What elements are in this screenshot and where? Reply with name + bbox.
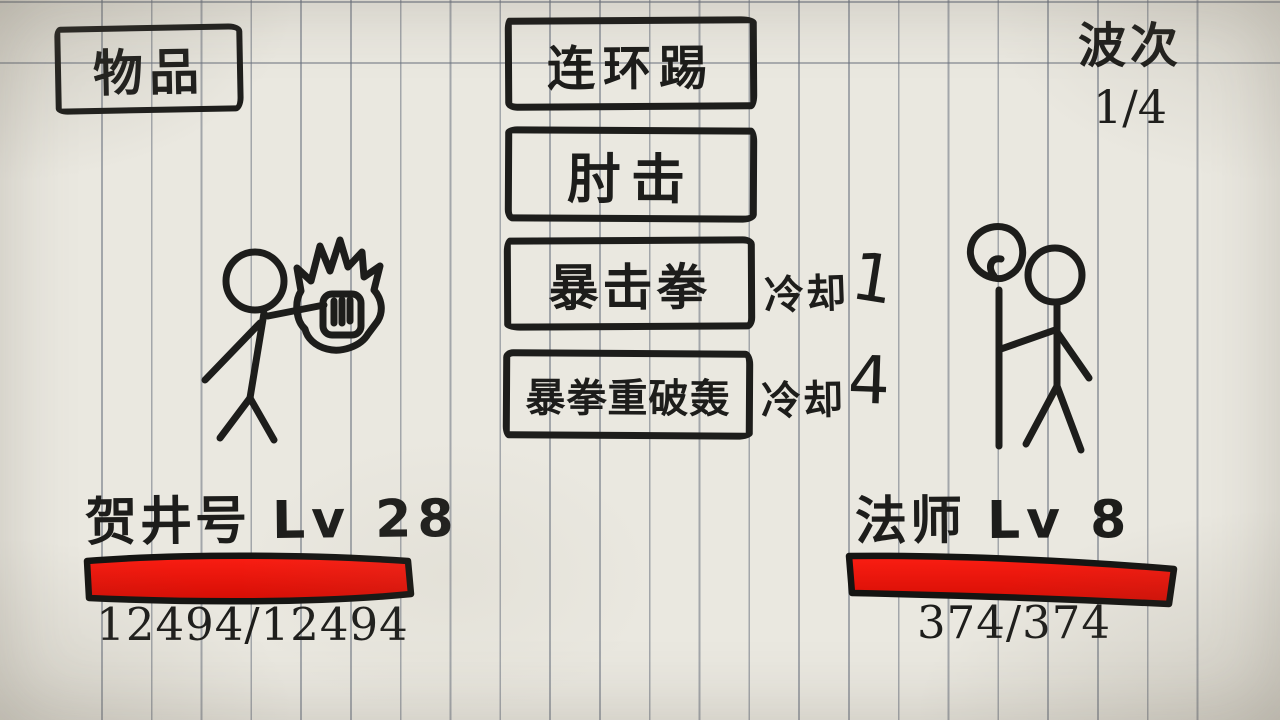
wave-indicator: 波次 1/4 <box>1050 6 1210 134</box>
player-name-row: 贺井号 Lv 28 <box>85 476 460 555</box>
skill-button-heavy-smash[interactable]: 暴拳重破轰 <box>502 349 754 440</box>
player-hp-bar <box>83 552 415 605</box>
player-hp-text: 12494/12494 <box>96 598 409 651</box>
enemy-hp-text: 374/374 <box>917 596 1111 649</box>
player-leg-right <box>250 398 274 440</box>
enemy-free-arm <box>1057 332 1089 378</box>
skill-label: 暴击拳 <box>548 258 711 317</box>
fist-knuckle-lines <box>334 300 350 323</box>
enemy-hp-bar <box>845 552 1178 608</box>
wave-value: 1/4 <box>1092 80 1168 134</box>
player-leg-left <box>220 398 250 438</box>
enemy-level: Lv 8 <box>986 490 1133 552</box>
player-back-arm <box>205 323 260 380</box>
items-button[interactable]: 物品 <box>54 23 244 115</box>
skill-label: 连环踢 <box>546 39 716 98</box>
player-name: 贺井号 <box>84 491 251 553</box>
items-button-label: 物品 <box>92 42 206 104</box>
player-level: Lv 28 <box>271 489 460 552</box>
player-head <box>226 252 284 310</box>
enemy-staff-arm <box>1001 330 1055 349</box>
enemy-leg-right <box>1057 386 1081 450</box>
skill-label: 暴拳重破轰 <box>525 374 731 423</box>
cooldown-label: 冷却 <box>763 270 849 320</box>
cooldown-value: 1 <box>846 237 900 320</box>
fist-icon <box>323 294 361 335</box>
player-figure <box>193 233 405 465</box>
skill-button-chain-kick[interactable]: 连环踢 <box>504 16 758 111</box>
skill-label: 肘击 <box>566 147 696 212</box>
cooldown-label: 冷却 <box>760 377 846 425</box>
enemy-head <box>1028 248 1082 302</box>
staff-curl-hook <box>990 259 1001 276</box>
player-body <box>250 313 264 398</box>
skill-button-elbow-strike[interactable]: 肘击 <box>504 126 758 223</box>
cooldown-value: 4 <box>846 341 892 420</box>
enemy-name: 法师 <box>854 491 966 552</box>
enemy-leg-left <box>1026 386 1057 444</box>
staff-icon <box>970 227 1022 446</box>
enemy-figure <box>948 218 1140 470</box>
enemy-hp-fill <box>845 552 1178 608</box>
staff-curl <box>970 227 1022 279</box>
enemy-name-row: 法师 Lv 8 <box>855 477 1133 554</box>
skill-button-critical-punch[interactable]: 暴击拳 <box>503 236 756 331</box>
flaming-fist-icon <box>297 240 381 350</box>
flame-icon <box>297 240 381 350</box>
wave-label: 波次 <box>1077 18 1182 74</box>
player-hp-fill <box>83 552 415 605</box>
